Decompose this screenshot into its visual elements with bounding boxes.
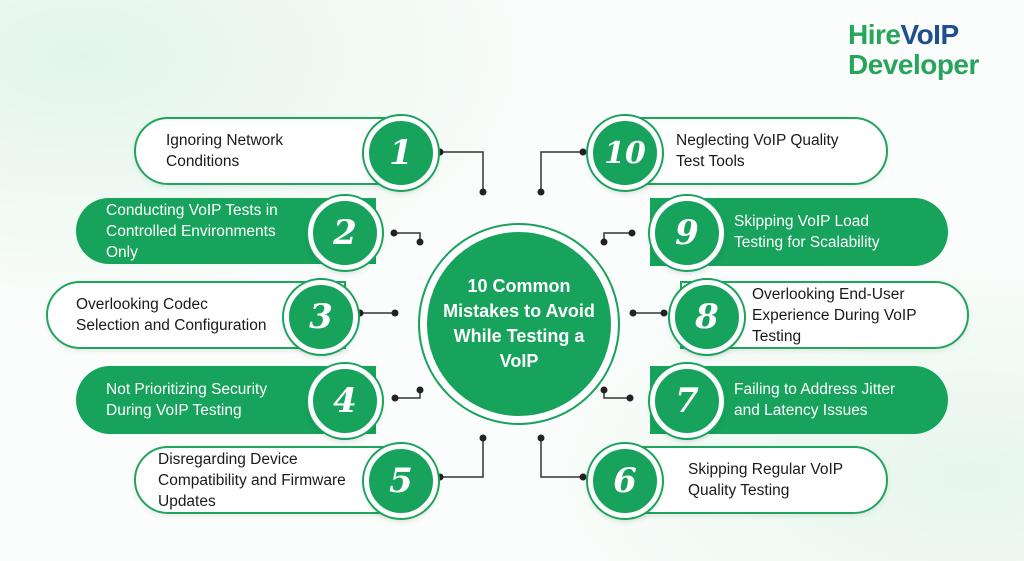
number-badge-6: 6 [588, 444, 662, 518]
number-badge-10: 10 [588, 116, 662, 190]
logo-text-hire: Hire [848, 19, 901, 50]
number-badge-8: 8 [670, 280, 744, 354]
brand-logo: HireVoIP Developer [848, 20, 979, 80]
logo-text-voip: VoIP [900, 19, 959, 50]
number-badge-7: 7 [650, 364, 724, 438]
center-title-circle: 10 Common Mistakes to Avoid While Testin… [420, 225, 618, 423]
center-title: 10 Common Mistakes to Avoid While Testin… [443, 276, 595, 371]
logo-text-developer: Developer [848, 49, 979, 80]
number-badge-4: 4 [308, 364, 382, 438]
number-badge-3: 3 [284, 280, 358, 354]
number-badge-1: 1 [364, 116, 438, 190]
number-badge-2: 2 [308, 196, 382, 270]
number-badge-9: 9 [650, 196, 724, 270]
number-badge-5: 5 [364, 444, 438, 518]
